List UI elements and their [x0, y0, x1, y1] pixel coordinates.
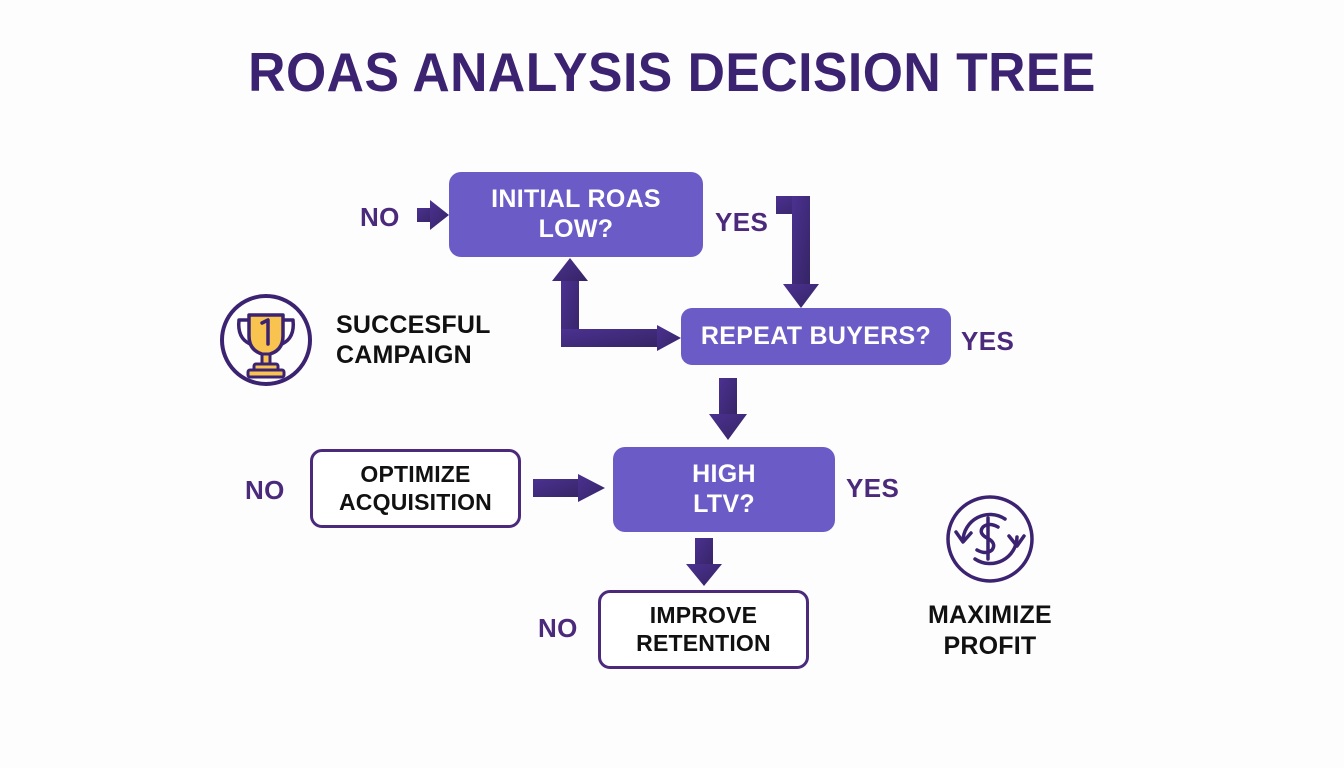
outcome-label: SUCCESFUL CAMPAIGN: [336, 310, 491, 371]
node-label-line2: LOW?: [538, 214, 614, 243]
edge-no-to-initial-roas: [417, 200, 449, 230]
node-improve-retention[interactable]: IMPROVE RETENTION: [598, 590, 809, 669]
node-label-line2: LTV?: [693, 489, 755, 518]
outcome-label: MAXIMIZE PROFIT: [928, 600, 1052, 661]
edge-initial-roas-to-repeat-buyers: [776, 196, 819, 308]
edge-repeat-buyers-to-high-ltv: [709, 378, 747, 440]
node-initial-roas-low[interactable]: INITIAL ROAS LOW?: [449, 172, 703, 257]
node-label-line1: OPTIMIZE: [360, 461, 471, 488]
outcome-label-line2: CAMPAIGN: [336, 341, 472, 369]
edge-high-ltv-to-improve-retention: [686, 538, 722, 586]
node-label: HIGH LTV?: [692, 460, 756, 519]
trophy-icon: [220, 294, 312, 386]
edge-optimize-acquisition-to-high-ltv: [533, 474, 605, 502]
node-optimize-acquisition[interactable]: OPTIMIZE ACQUISITION: [310, 449, 521, 528]
dollar-refresh-icon: [946, 495, 1034, 583]
outcome-successful-campaign: SUCCESFUL CAMPAIGN: [218, 292, 491, 388]
node-label: REPEAT BUYERS?: [700, 321, 932, 350]
edge-label-yes-repeat-buyers: YES: [961, 326, 1015, 356]
edge-label-yes-high-ltv: YES: [846, 473, 900, 503]
page-title: ROAS ANALYSIS DECISION TREE: [248, 41, 1096, 103]
node-label-line2: ACQUISITION: [339, 488, 492, 515]
node-label: INITIAL ROAS LOW?: [491, 185, 661, 244]
node-label-line1: INITIAL ROAS: [491, 185, 661, 213]
edge-repeat-buyers-to-initial-roas: [552, 258, 681, 351]
node-high-ltv[interactable]: HIGH LTV?: [613, 447, 835, 532]
node-repeat-buyers[interactable]: REPEAT BUYERS?: [681, 308, 951, 365]
node-label: IMPROVE RETENTION: [636, 602, 771, 656]
node-label: OPTIMIZE ACQUISITION: [339, 461, 492, 515]
outcome-label-line1: SUCCESFUL: [336, 310, 491, 339]
edge-label-no-optimize-acquisition: NO: [245, 475, 285, 505]
outcome-label-line2: PROFIT: [943, 631, 1037, 660]
edge-label-no-improve-retention: NO: [538, 613, 578, 643]
edge-label-yes-initial-roas: YES: [715, 207, 769, 237]
node-label-line1: HIGH: [692, 460, 756, 488]
edge-label-no-initial-roas: NO: [360, 202, 400, 232]
node-label-line2: RETENTION: [636, 629, 771, 656]
outcome-maximize-profit: MAXIMIZE PROFIT: [928, 492, 1052, 661]
outcome-label-line1: MAXIMIZE: [928, 601, 1052, 629]
node-label-line1: IMPROVE: [649, 602, 758, 629]
